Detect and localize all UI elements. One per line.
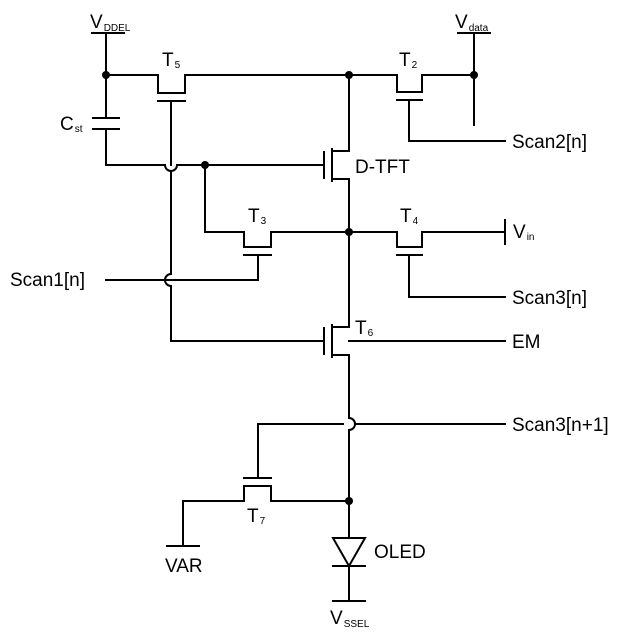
t6-label: T6 — [355, 318, 374, 339]
scan2-label: Scan2[n] — [512, 132, 587, 153]
t2-transistor — [397, 75, 505, 141]
scan1-label: Scan1[n] — [10, 270, 85, 291]
t5-transistor — [158, 75, 185, 165]
t4-label: T4 — [400, 206, 419, 227]
vddel-terminal — [92, 33, 124, 75]
storage-capacitor — [93, 75, 119, 165]
scan3-label: Scan3[n] — [512, 288, 587, 309]
var-label: VAR — [165, 556, 203, 577]
junction-dot — [345, 497, 353, 505]
junction-dot — [345, 71, 353, 79]
scan3-next-label: Scan3[n+1] — [512, 415, 609, 436]
vssel-label: VSSEL — [330, 608, 370, 630]
junction-dot — [201, 161, 209, 169]
t4-transistor — [397, 232, 505, 297]
vin-label: Vin — [513, 222, 534, 243]
junction-dots — [102, 71, 478, 505]
em-label: EM — [512, 332, 541, 353]
vddel-label: VDDEL — [90, 12, 131, 34]
junction-dot — [102, 71, 110, 79]
dtft-label: D-TFT — [355, 157, 410, 178]
oled-label: OLED — [374, 542, 426, 563]
t2-label: T2 — [399, 50, 418, 71]
vdata-label: Vdata — [455, 12, 489, 34]
junction-dot — [470, 71, 478, 79]
t3-label: T3 — [248, 206, 267, 227]
t7-label: T7 — [247, 506, 266, 527]
t3-transistor — [205, 165, 397, 280]
drive-transistor — [324, 149, 349, 181]
gate-node-wires — [106, 165, 324, 171]
t5-label: T5 — [162, 50, 181, 71]
junction-dot — [345, 228, 353, 236]
oled-diode — [333, 538, 365, 566]
t6-transistor — [324, 325, 505, 357]
cst-label: Cst — [60, 114, 83, 135]
t7-transistor — [183, 424, 505, 546]
